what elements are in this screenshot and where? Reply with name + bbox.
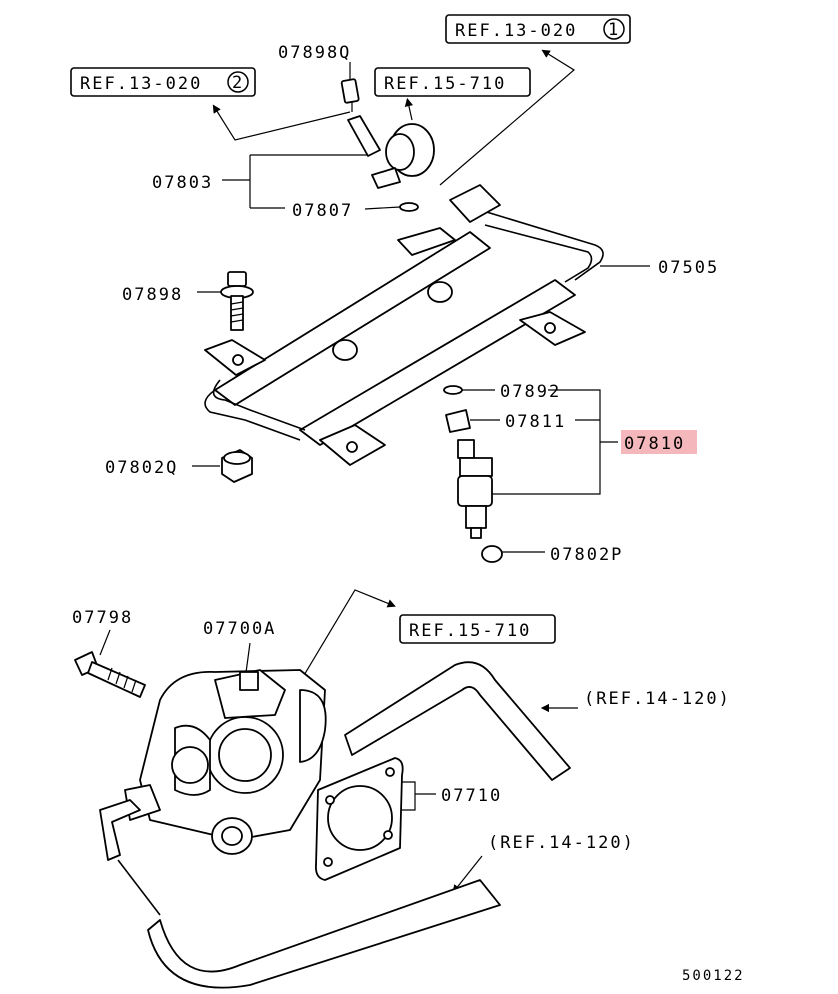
ref-15-710-mid-label: REF.15-710	[409, 621, 531, 641]
diagram-code: 500122	[682, 968, 745, 984]
ref-box-15-710-top[interactable]: REF.15-710	[374, 67, 531, 97]
ref-box-13-020-2[interactable]: REF.13-020 2	[70, 67, 256, 97]
pressure-regulator[interactable]	[340, 78, 435, 212]
part-07700A[interactable]: 07700A	[203, 619, 276, 639]
part-labels: 07898Q 07803 07807 07505 07898 07892 078…	[72, 43, 745, 984]
part-07898Q[interactable]: 07898Q	[278, 43, 351, 63]
part-07898[interactable]: 07898	[122, 285, 183, 305]
insulator-07802Q[interactable]	[221, 449, 253, 483]
ref-14-120-lower[interactable]: (REF.14-120)	[488, 833, 635, 853]
throttle-body[interactable]	[124, 669, 327, 855]
insulator-07802P	[481, 545, 503, 563]
part-07810[interactable]: 07810	[624, 434, 685, 454]
ref-15-710-top-label: REF.15-710	[384, 74, 506, 94]
ref-box-15-710-mid[interactable]: REF.15-710	[399, 614, 556, 644]
part-07710[interactable]: 07710	[441, 786, 502, 806]
fuel-rail[interactable]	[204, 184, 604, 466]
part-07892[interactable]: 07892	[500, 382, 561, 402]
ref-14-120-upper[interactable]: (REF.14-120)	[584, 689, 731, 709]
hoses	[99, 661, 571, 989]
part-07505[interactable]: 07505	[658, 258, 719, 278]
gasket-07710[interactable]	[315, 757, 404, 881]
bolt-07798[interactable]	[74, 651, 146, 698]
grommet-07811	[445, 409, 471, 433]
ref-13-020-2-circle: 2	[232, 73, 242, 93]
ref-box-13-020-1[interactable]: REF.13-020 1	[445, 14, 631, 44]
bolt-07898[interactable]	[220, 271, 254, 331]
ref-13-020-1-label: REF.13-020	[455, 21, 577, 41]
part-07798[interactable]: 07798	[72, 608, 133, 628]
part-07802P[interactable]: 07802P	[550, 545, 623, 565]
o-ring-07892	[443, 385, 463, 395]
ref-13-020-2-label: REF.13-020	[80, 74, 202, 94]
part-07807[interactable]: 07807	[292, 201, 353, 221]
ref-arrows	[212, 49, 578, 894]
ref-13-020-1-circle: 1	[608, 20, 618, 40]
part-07803[interactable]: 07803	[152, 173, 213, 193]
part-07810-highlight	[621, 430, 697, 454]
part-07811[interactable]: 07811	[505, 412, 566, 432]
part-07802Q[interactable]: 07802Q	[105, 458, 178, 478]
injector-assembly[interactable]	[443, 385, 503, 563]
